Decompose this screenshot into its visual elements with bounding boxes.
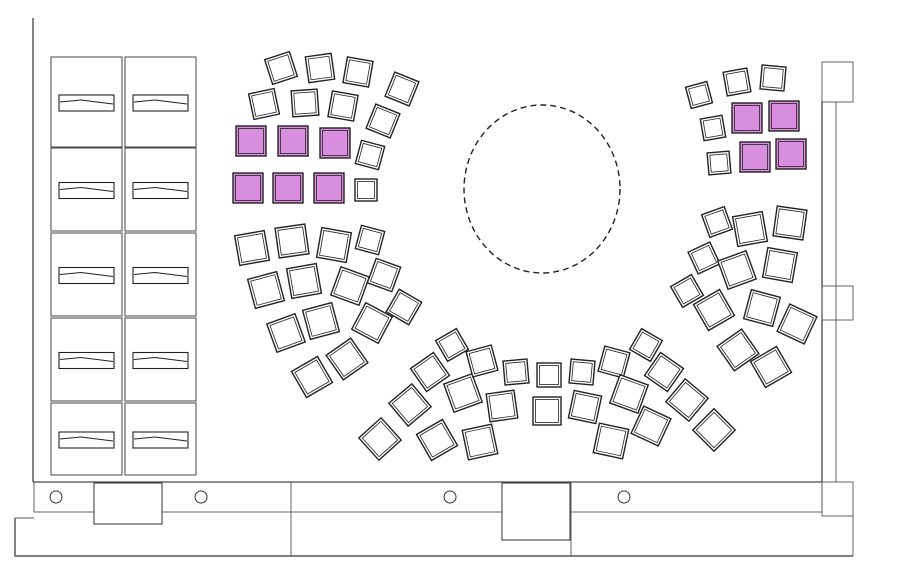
column-marker <box>443 490 457 504</box>
seat[interactable] <box>434 327 470 363</box>
desk-cell[interactable] <box>50 147 123 232</box>
seat[interactable] <box>325 337 369 381</box>
seat[interactable] <box>597 345 631 379</box>
seat[interactable] <box>415 418 459 462</box>
seat[interactable] <box>716 249 758 291</box>
center-dais-oval <box>463 104 621 274</box>
seat-selected[interactable] <box>731 102 763 134</box>
seat[interactable] <box>285 262 323 300</box>
right-wall-block-middle <box>821 285 854 321</box>
desk-cell[interactable] <box>50 232 123 317</box>
seat[interactable] <box>233 229 271 267</box>
desk-cell[interactable] <box>50 317 123 402</box>
seat[interactable] <box>684 80 714 110</box>
seat[interactable] <box>722 67 752 97</box>
seat[interactable] <box>265 312 307 354</box>
column-marker <box>49 490 63 504</box>
seat-selected[interactable] <box>277 125 309 157</box>
desk-cells <box>50 56 197 476</box>
columns <box>49 490 631 504</box>
seat[interactable] <box>301 301 341 341</box>
seat[interactable] <box>630 405 672 447</box>
seat-selected[interactable] <box>739 141 771 173</box>
seat[interactable] <box>304 52 336 84</box>
seat[interactable] <box>706 150 732 176</box>
seat[interactable] <box>290 88 320 118</box>
seat[interactable] <box>329 265 371 307</box>
seat[interactable] <box>776 303 818 345</box>
seat[interactable] <box>669 273 705 309</box>
seat[interactable] <box>342 56 374 88</box>
seat[interactable] <box>409 351 451 393</box>
seat-selected[interactable] <box>235 125 267 157</box>
seat[interactable] <box>385 288 423 326</box>
seat-selected[interactable] <box>313 172 345 204</box>
seat[interactable] <box>699 114 727 142</box>
seat-selected[interactable] <box>272 172 304 204</box>
seat[interactable] <box>461 423 499 461</box>
seat-selected[interactable] <box>319 127 351 159</box>
seat[interactable] <box>327 90 359 122</box>
seat[interactable] <box>274 223 310 259</box>
column-marker <box>194 490 208 504</box>
seat[interactable] <box>290 355 334 399</box>
seat[interactable] <box>465 344 499 378</box>
desk-cell[interactable] <box>50 56 123 148</box>
seat[interactable] <box>365 103 401 139</box>
desk-cell[interactable] <box>124 232 197 317</box>
seat[interactable] <box>592 422 630 460</box>
seat[interactable] <box>567 389 603 425</box>
seat[interactable] <box>384 71 420 107</box>
seat[interactable] <box>315 226 353 264</box>
seat[interactable] <box>536 362 562 388</box>
seat[interactable] <box>608 373 650 415</box>
right-wall-block-top <box>821 61 854 103</box>
seat[interactable] <box>687 241 721 275</box>
seating-area <box>232 50 818 462</box>
seat[interactable] <box>700 205 734 239</box>
seat[interactable] <box>366 257 402 293</box>
seat[interactable] <box>749 345 793 389</box>
seat[interactable] <box>357 416 403 462</box>
seat[interactable] <box>731 210 769 248</box>
seat[interactable] <box>716 328 760 372</box>
doorway-center <box>501 482 571 541</box>
desk-cell[interactable] <box>50 402 123 476</box>
seat[interactable] <box>772 205 808 241</box>
seat-selected[interactable] <box>775 138 807 170</box>
desk-cell[interactable] <box>124 317 197 402</box>
walls <box>14 18 854 557</box>
doorway-left <box>93 482 163 525</box>
desk-cell[interactable] <box>124 147 197 232</box>
column-marker <box>617 490 631 504</box>
seat[interactable] <box>387 382 433 428</box>
seat[interactable] <box>502 358 530 386</box>
seat[interactable] <box>643 351 685 393</box>
seat[interactable] <box>692 288 736 332</box>
seat[interactable] <box>247 87 281 121</box>
seat[interactable] <box>664 377 710 423</box>
seat[interactable] <box>628 327 664 363</box>
seat[interactable] <box>354 178 378 202</box>
seat[interactable] <box>442 372 484 414</box>
right-wall-block-bottom <box>821 481 854 517</box>
seat[interactable] <box>485 389 519 423</box>
seat[interactable] <box>246 270 286 310</box>
seat-selected[interactable] <box>768 100 800 132</box>
seat[interactable] <box>568 358 596 386</box>
seat[interactable] <box>691 407 737 453</box>
seat[interactable] <box>759 64 787 92</box>
seat[interactable] <box>742 288 782 328</box>
seat-selected[interactable] <box>232 172 264 204</box>
seat[interactable] <box>761 246 799 284</box>
desk-cell[interactable] <box>124 56 197 148</box>
seat[interactable] <box>354 139 386 171</box>
seat[interactable] <box>263 50 299 86</box>
desk-cell[interactable] <box>124 402 197 476</box>
seat[interactable] <box>350 301 394 345</box>
seat[interactable] <box>532 396 562 426</box>
seat[interactable] <box>354 224 386 256</box>
